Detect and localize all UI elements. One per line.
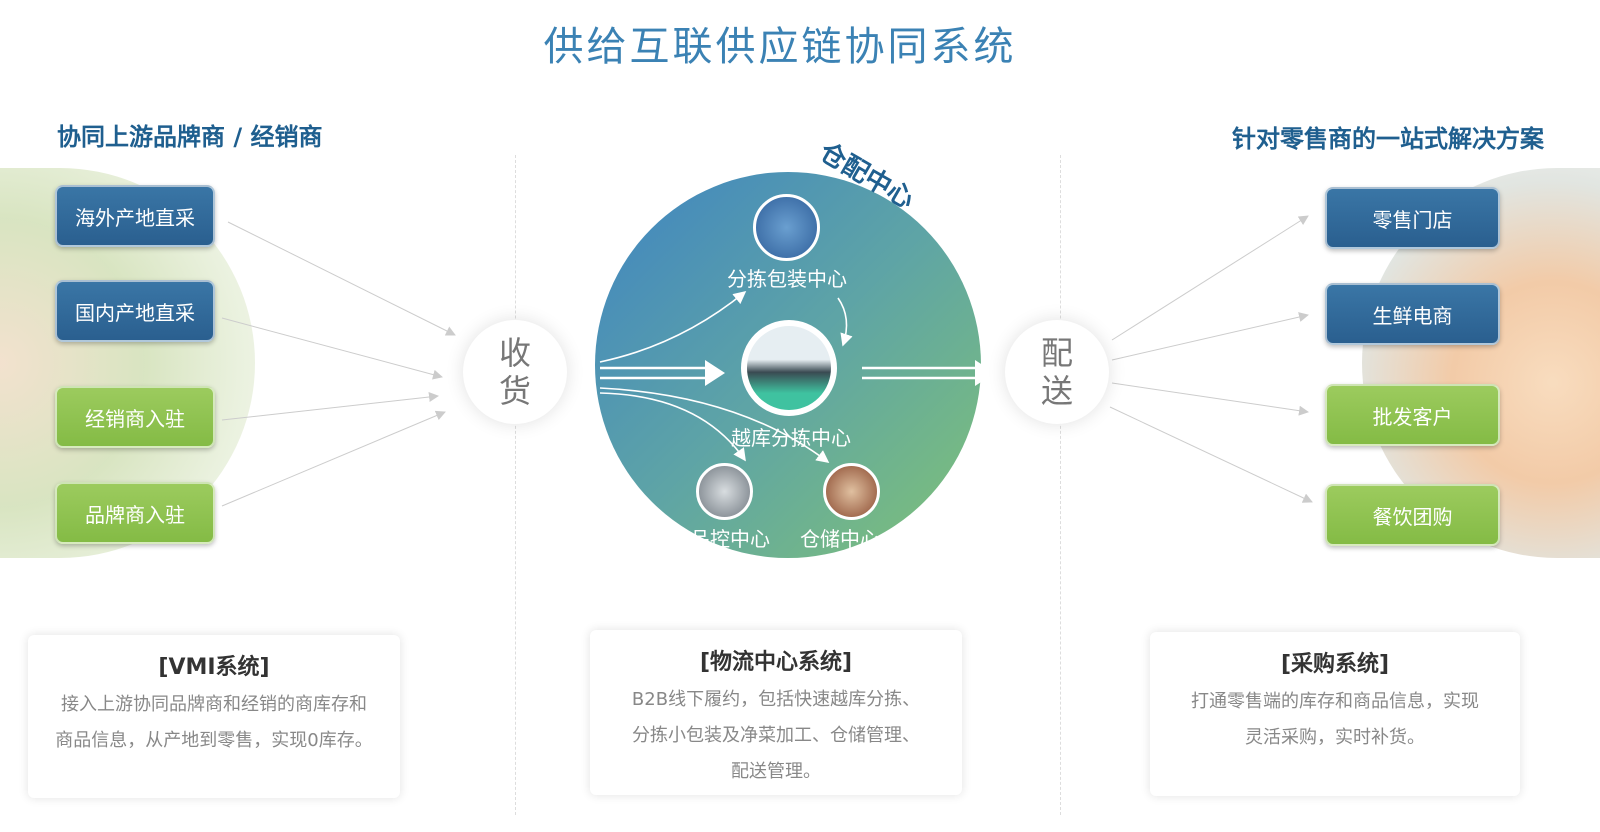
catering-button[interactable]: 餐饮团购: [1325, 484, 1500, 546]
card-text: B2B线下履约，包括快速越库分拣、: [631, 689, 921, 710]
quality-label: 品控中心: [690, 527, 770, 551]
receive-char: 收: [498, 334, 531, 372]
receive-node: 收 货: [463, 320, 567, 424]
procurement-card: [采购系统] 打通零售端的库存和商品信息，实现 灵活采购，实时补货。: [1150, 632, 1520, 796]
card-text: 分拣小包装及净菜加工、仓储管理、: [632, 725, 920, 746]
left-heading: 协同上游品牌商 / 经销商: [57, 123, 323, 151]
card-title: [采购系统]: [1280, 652, 1390, 677]
retail-store-button[interactable]: 零售门店: [1325, 187, 1500, 249]
wholesale-button[interactable]: 批发客户: [1325, 384, 1500, 446]
brand-join-button[interactable]: 品牌商入驻: [55, 482, 215, 544]
source-domestic-button[interactable]: 国内产地直采: [55, 280, 215, 342]
deliver-node: 配 送: [1005, 320, 1109, 424]
card-text: 灵活采购，实时补货。: [1245, 727, 1425, 748]
receive-char: 货: [498, 372, 531, 410]
sorting-packing-label: 分拣包装中心: [727, 267, 847, 291]
vmi-card: [VMI系统] 接入上游协同品牌商和经销的商库存和 商品信息，从产地到零售，实现…: [28, 635, 400, 798]
quality-photo: [696, 463, 753, 520]
divider: [1060, 155, 1061, 815]
storage-label: 仓储中心: [800, 527, 880, 551]
right-heading: 针对零售商的一站式解决方案: [1232, 125, 1544, 153]
fresh-ecommerce-button[interactable]: 生鲜电商: [1325, 283, 1500, 345]
cross-dock-label: 越库分拣中心: [731, 426, 851, 450]
cross-dock-photo: [741, 320, 837, 416]
card-text: 商品信息，从产地到零售，实现0库存。: [55, 730, 373, 751]
source-overseas-button[interactable]: 海外产地直采: [55, 185, 215, 247]
card-text: 接入上游协同品牌商和经销的商库存和: [61, 694, 367, 715]
card-text: 打通零售端的库存和商品信息，实现: [1191, 691, 1479, 712]
logistics-card: [物流中心系统] B2B线下履约，包括快速越库分拣、 分拣小包装及净菜加工、仓储…: [590, 630, 962, 795]
distributor-join-button[interactable]: 经销商入驻: [55, 386, 215, 448]
deliver-char: 送: [1040, 372, 1073, 410]
deliver-char: 配: [1040, 334, 1073, 372]
divider: [515, 155, 516, 815]
page-title: 供给互联供应链协同系统: [543, 24, 1017, 70]
card-text: 配送管理。: [731, 761, 821, 782]
card-title: [物流中心系统]: [699, 650, 853, 675]
storage-photo: [823, 463, 880, 520]
card-title: [VMI系统]: [158, 655, 270, 680]
sorting-photo: [753, 194, 820, 261]
